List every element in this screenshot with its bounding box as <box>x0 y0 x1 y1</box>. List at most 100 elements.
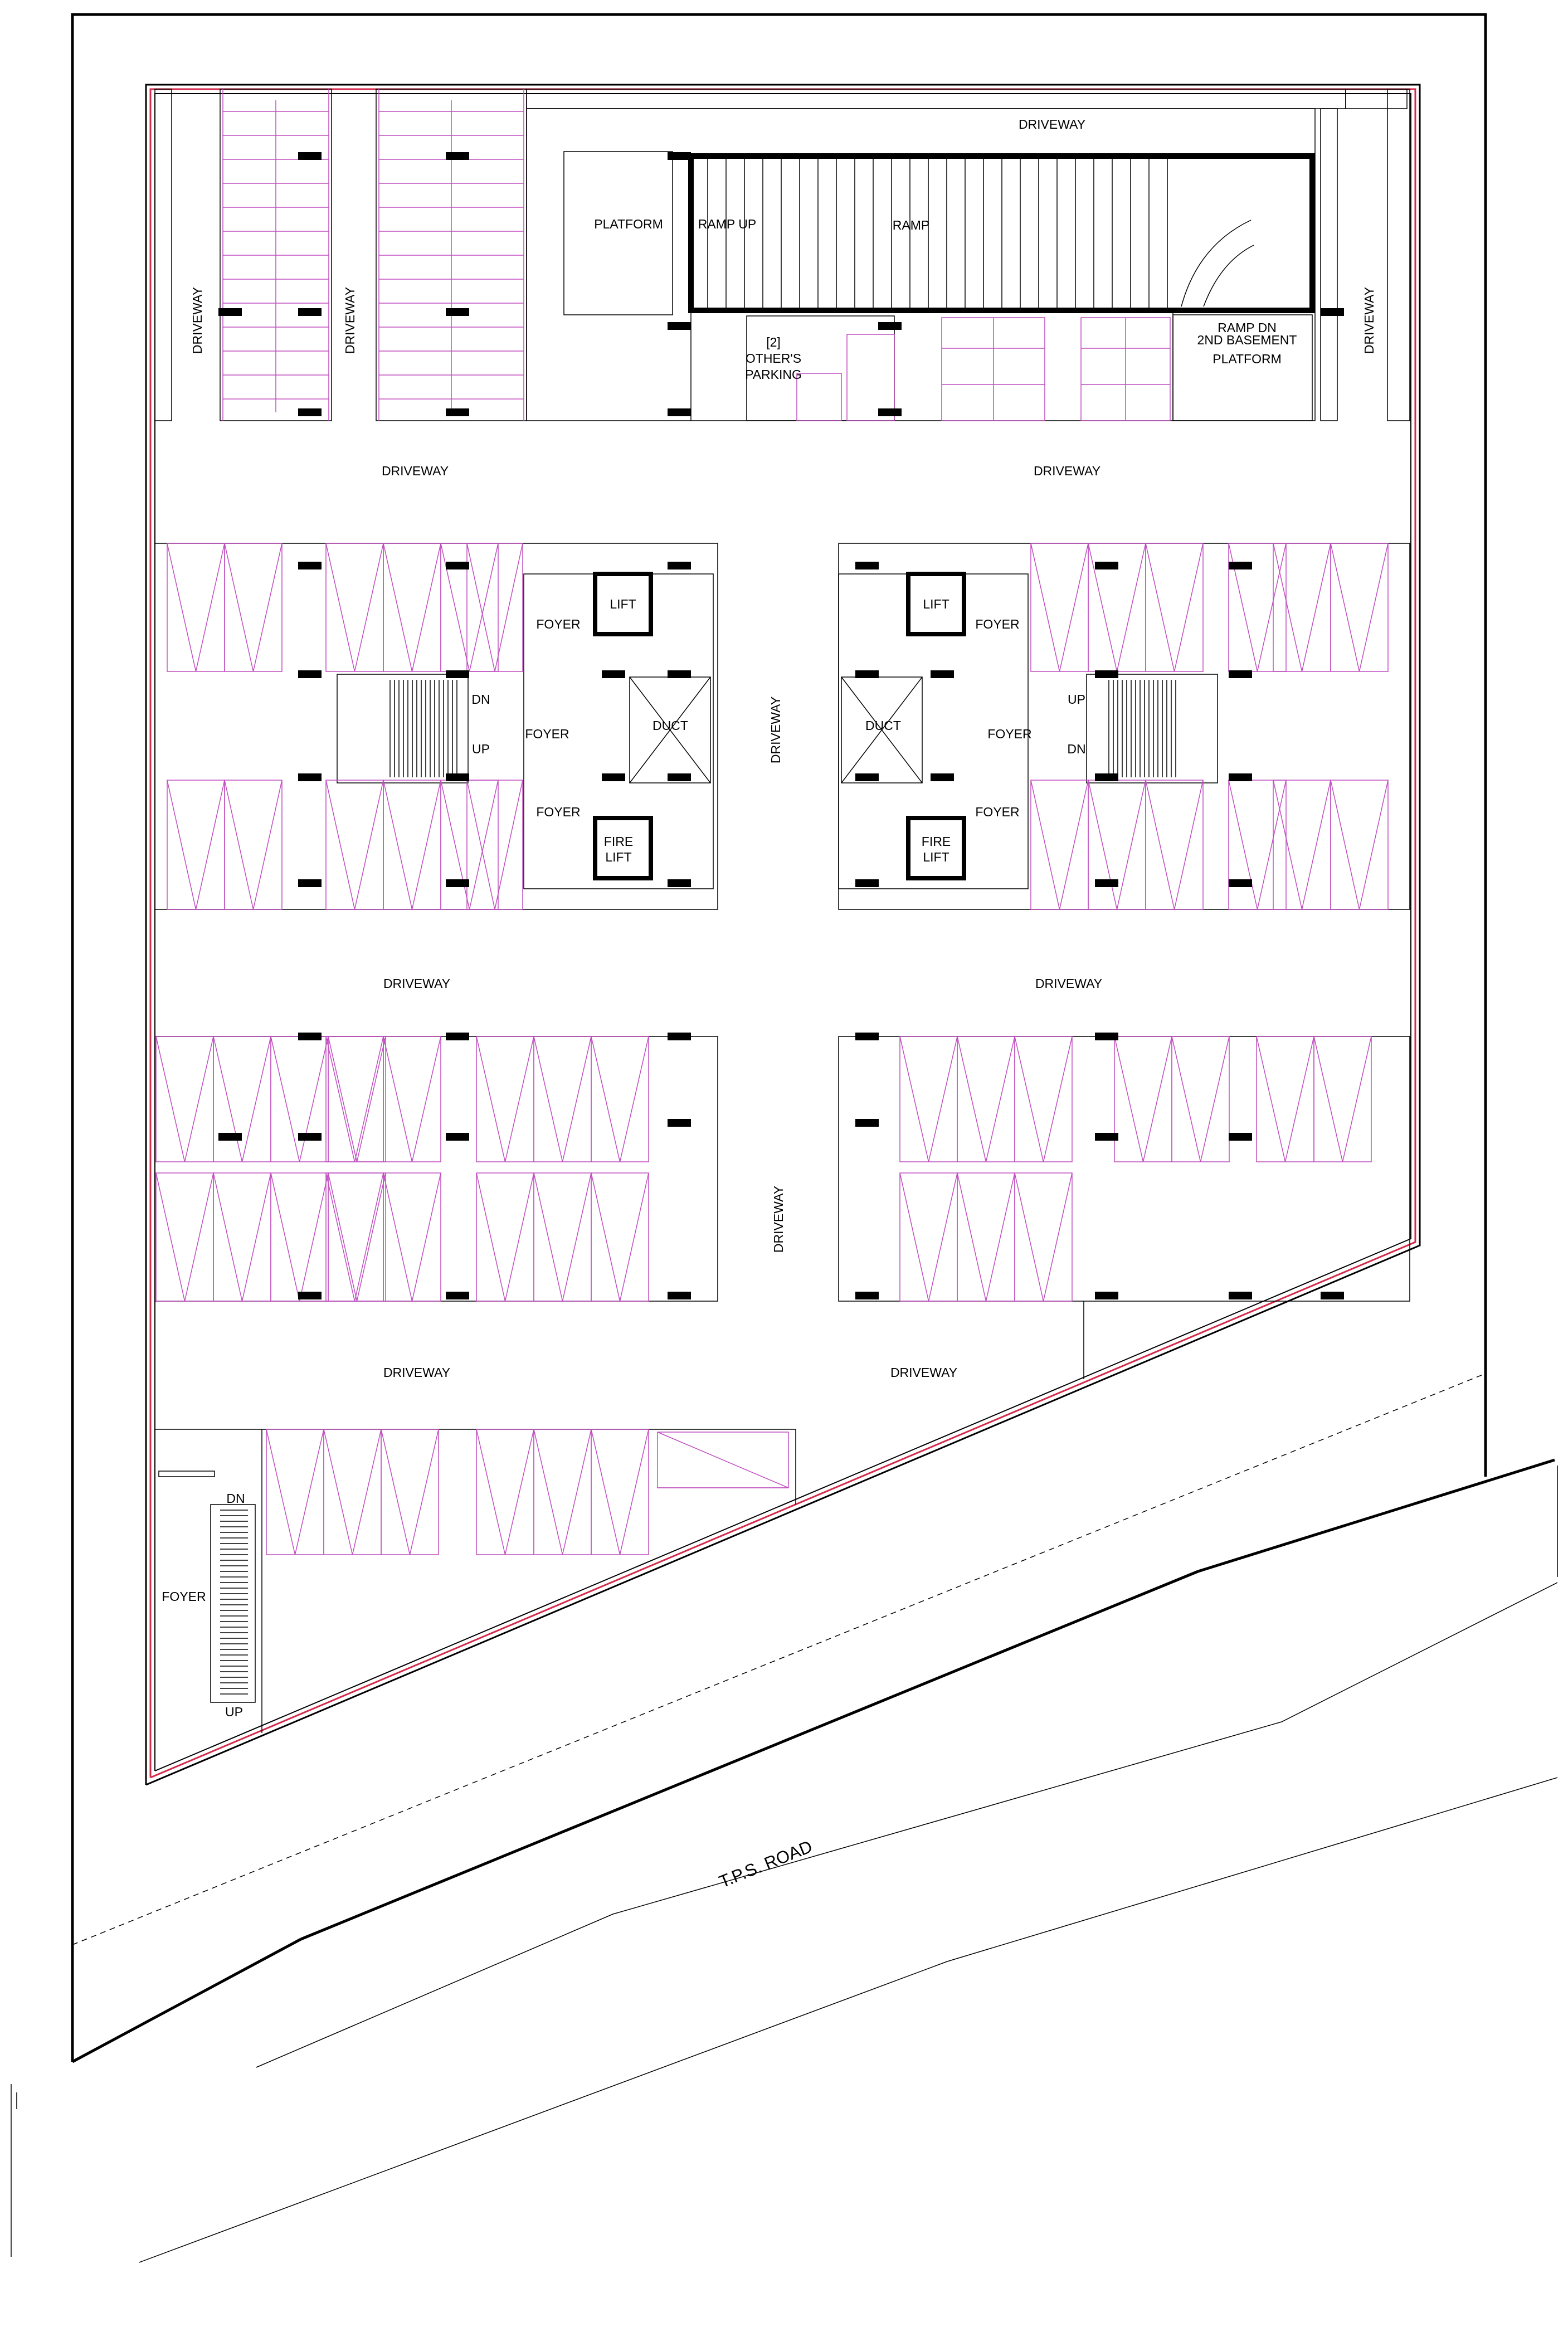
structural-column <box>668 773 691 781</box>
structural-column <box>1321 308 1344 316</box>
structural-column <box>218 308 242 316</box>
structural-column <box>668 152 691 160</box>
platform-label: PLATFORM <box>594 217 663 231</box>
parking-stall <box>270 1036 329 1162</box>
others-parking-count: [2] <box>766 335 781 349</box>
structural-column <box>298 1133 322 1141</box>
lift-label-left: LIFT <box>610 597 636 611</box>
structural-column <box>446 1292 469 1299</box>
structural-column <box>1229 879 1252 887</box>
structural-column <box>602 670 625 678</box>
parking-stall <box>957 1172 1015 1302</box>
lower-block-left <box>154 1036 718 1302</box>
parking-stall <box>466 543 523 672</box>
structural-column <box>1095 562 1118 569</box>
structural-column <box>298 879 322 887</box>
parking-stall <box>266 1429 324 1555</box>
parking-stall <box>476 1172 534 1302</box>
parking-stall <box>1088 780 1146 910</box>
core-left <box>154 543 718 910</box>
structural-column <box>298 773 322 781</box>
structural-column <box>446 670 469 678</box>
driveway-label-center-vertical-1: DRIVEWAY <box>768 697 783 763</box>
structural-column <box>1095 773 1118 781</box>
parking-stall <box>383 1036 441 1162</box>
fire-lift-label-right-1: FIRE <box>922 834 951 849</box>
driveway-label-row1-left: DRIVEWAY <box>382 464 449 478</box>
structural-column <box>931 670 954 678</box>
dn-label-bottom: DN <box>226 1491 245 1506</box>
structural-column <box>1095 1133 1118 1141</box>
lower-block-right <box>838 1036 1410 1302</box>
parking-stall <box>957 1036 1015 1162</box>
parking-stall <box>213 1036 271 1162</box>
structural-column <box>1095 879 1118 887</box>
parking-stall <box>1030 780 1089 910</box>
structural-column <box>298 1033 322 1040</box>
parking-stall <box>533 1429 592 1555</box>
structural-column <box>298 152 322 160</box>
parking-stall <box>591 1172 649 1302</box>
structural-column <box>446 1033 469 1040</box>
ramp-up-label: RAMP UP <box>698 217 756 231</box>
structural-column <box>878 322 902 330</box>
ramp-label: RAMP <box>893 218 929 232</box>
parking-stall <box>591 1429 649 1555</box>
foyer-label-right-2: FOYER <box>987 727 1031 741</box>
structural-column <box>668 879 691 887</box>
driveway-label-row2-right: DRIVEWAY <box>1035 976 1102 991</box>
parking-stall <box>1014 1036 1073 1162</box>
structural-column <box>298 670 322 678</box>
structural-column <box>668 1292 691 1299</box>
structural-column <box>1229 670 1252 678</box>
duct-label-right: DUCT <box>865 718 901 733</box>
structural-column <box>931 773 954 781</box>
parking-stall <box>383 1172 441 1302</box>
structural-column <box>446 308 469 316</box>
foyer-label-left-1: FOYER <box>536 617 580 631</box>
structural-column <box>855 1033 879 1040</box>
core-right <box>838 543 1410 910</box>
parking-stall <box>476 1036 534 1162</box>
parking-stall <box>167 543 225 672</box>
structural-column <box>446 408 469 416</box>
parking-stall <box>270 1172 329 1302</box>
duct-label-left: DUCT <box>652 718 688 733</box>
structural-column <box>668 322 691 330</box>
foyer-label-right-3: FOYER <box>975 805 1019 819</box>
driveway-label-row2-left: DRIVEWAY <box>383 976 450 991</box>
fire-lift-label-right-2: LIFT <box>923 850 949 864</box>
parking-stall <box>1014 1172 1073 1302</box>
others-parking <box>746 315 895 421</box>
structural-column <box>446 562 469 569</box>
foyer-label-bottom: FOYER <box>162 1589 206 1604</box>
up-label-right: UP <box>1068 692 1085 707</box>
structural-column <box>1229 562 1252 569</box>
parking-stall <box>476 1429 534 1555</box>
parking-stall <box>213 1172 271 1302</box>
foyer-label-right-1: FOYER <box>975 617 1019 631</box>
parking-stall <box>899 1036 958 1162</box>
driveway-label-left-vertical-1: DRIVEWAY <box>190 287 204 354</box>
structural-column <box>1095 1033 1118 1040</box>
structural-column <box>1229 1292 1252 1299</box>
structural-column <box>855 1292 879 1299</box>
structural-column <box>446 1133 469 1141</box>
structural-column <box>878 408 902 416</box>
driveway-label-row1-right: DRIVEWAY <box>1034 464 1100 478</box>
columns <box>218 152 1344 1299</box>
driveway-label-row3-left: DRIVEWAY <box>383 1365 450 1380</box>
parking-stall <box>466 780 523 910</box>
parking-stall <box>323 1429 382 1555</box>
parking-stall <box>328 1036 386 1162</box>
parking-stalls <box>155 543 1389 1555</box>
structural-column <box>668 408 691 416</box>
parking-stall <box>1171 1036 1230 1162</box>
parking-stall <box>224 543 283 672</box>
structural-column <box>218 1133 242 1141</box>
others-parking-line2: PARKING <box>745 367 802 382</box>
structural-column <box>668 670 691 678</box>
structural-column <box>298 1292 322 1299</box>
structural-column <box>1321 1292 1344 1299</box>
parking-stall <box>1114 1036 1172 1162</box>
